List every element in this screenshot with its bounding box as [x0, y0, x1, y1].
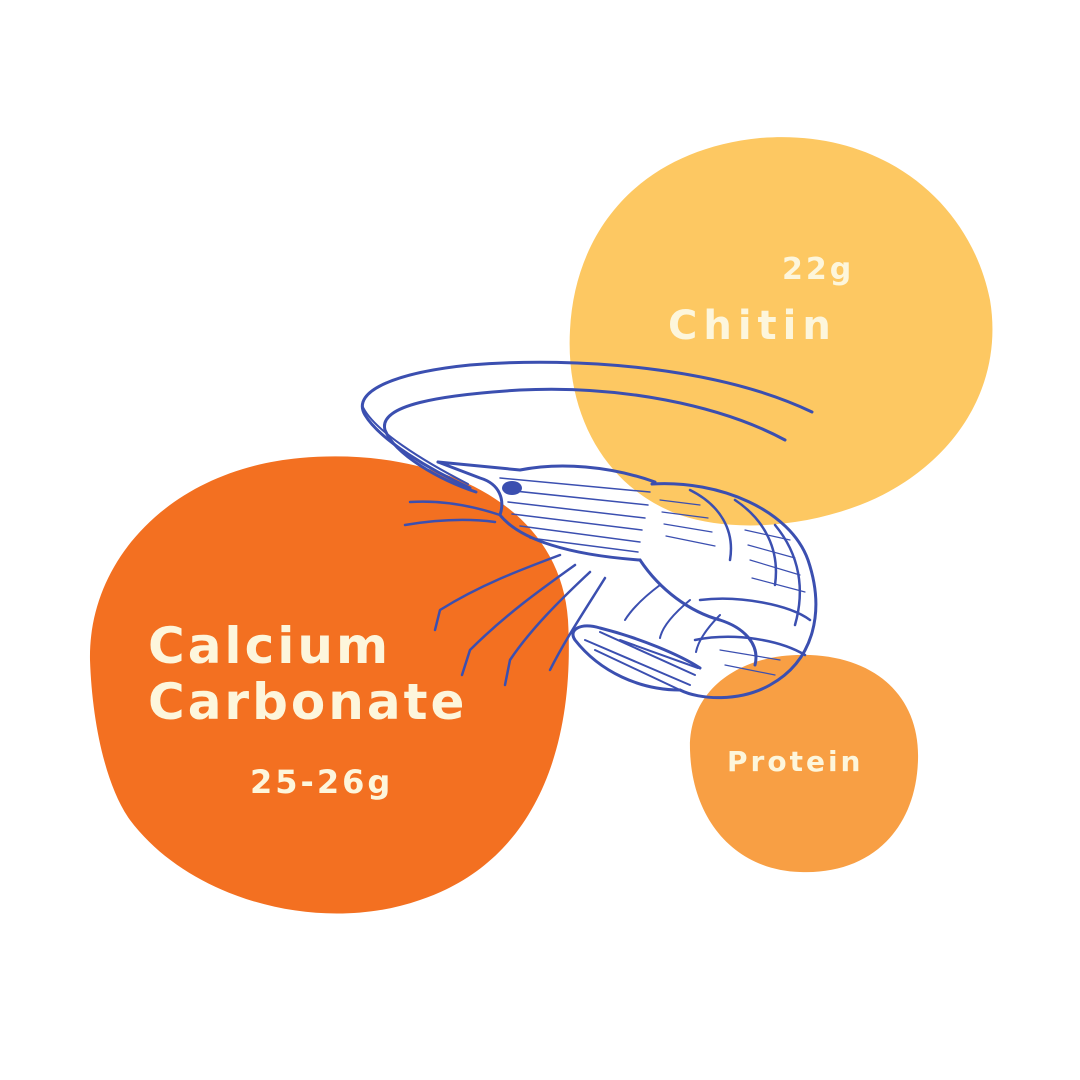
chitin-blob — [569, 137, 993, 526]
calcium-carbonate-amount: 25-26g — [250, 763, 394, 801]
chitin-label: Chitin — [668, 303, 837, 349]
calcium-carbonate-label-line1: Calcium — [148, 617, 392, 675]
shrimp-icon — [361, 360, 818, 700]
calcium-carbonate-label-line2: Carbonate — [148, 673, 468, 731]
protein-label: Protein — [727, 745, 864, 778]
calcium-carbonate-label: Calcium Carbonate — [148, 618, 467, 730]
protein-blob — [689, 654, 919, 873]
chitin-amount: 22g — [782, 252, 855, 287]
calcium-carbonate-blob — [89, 456, 569, 914]
